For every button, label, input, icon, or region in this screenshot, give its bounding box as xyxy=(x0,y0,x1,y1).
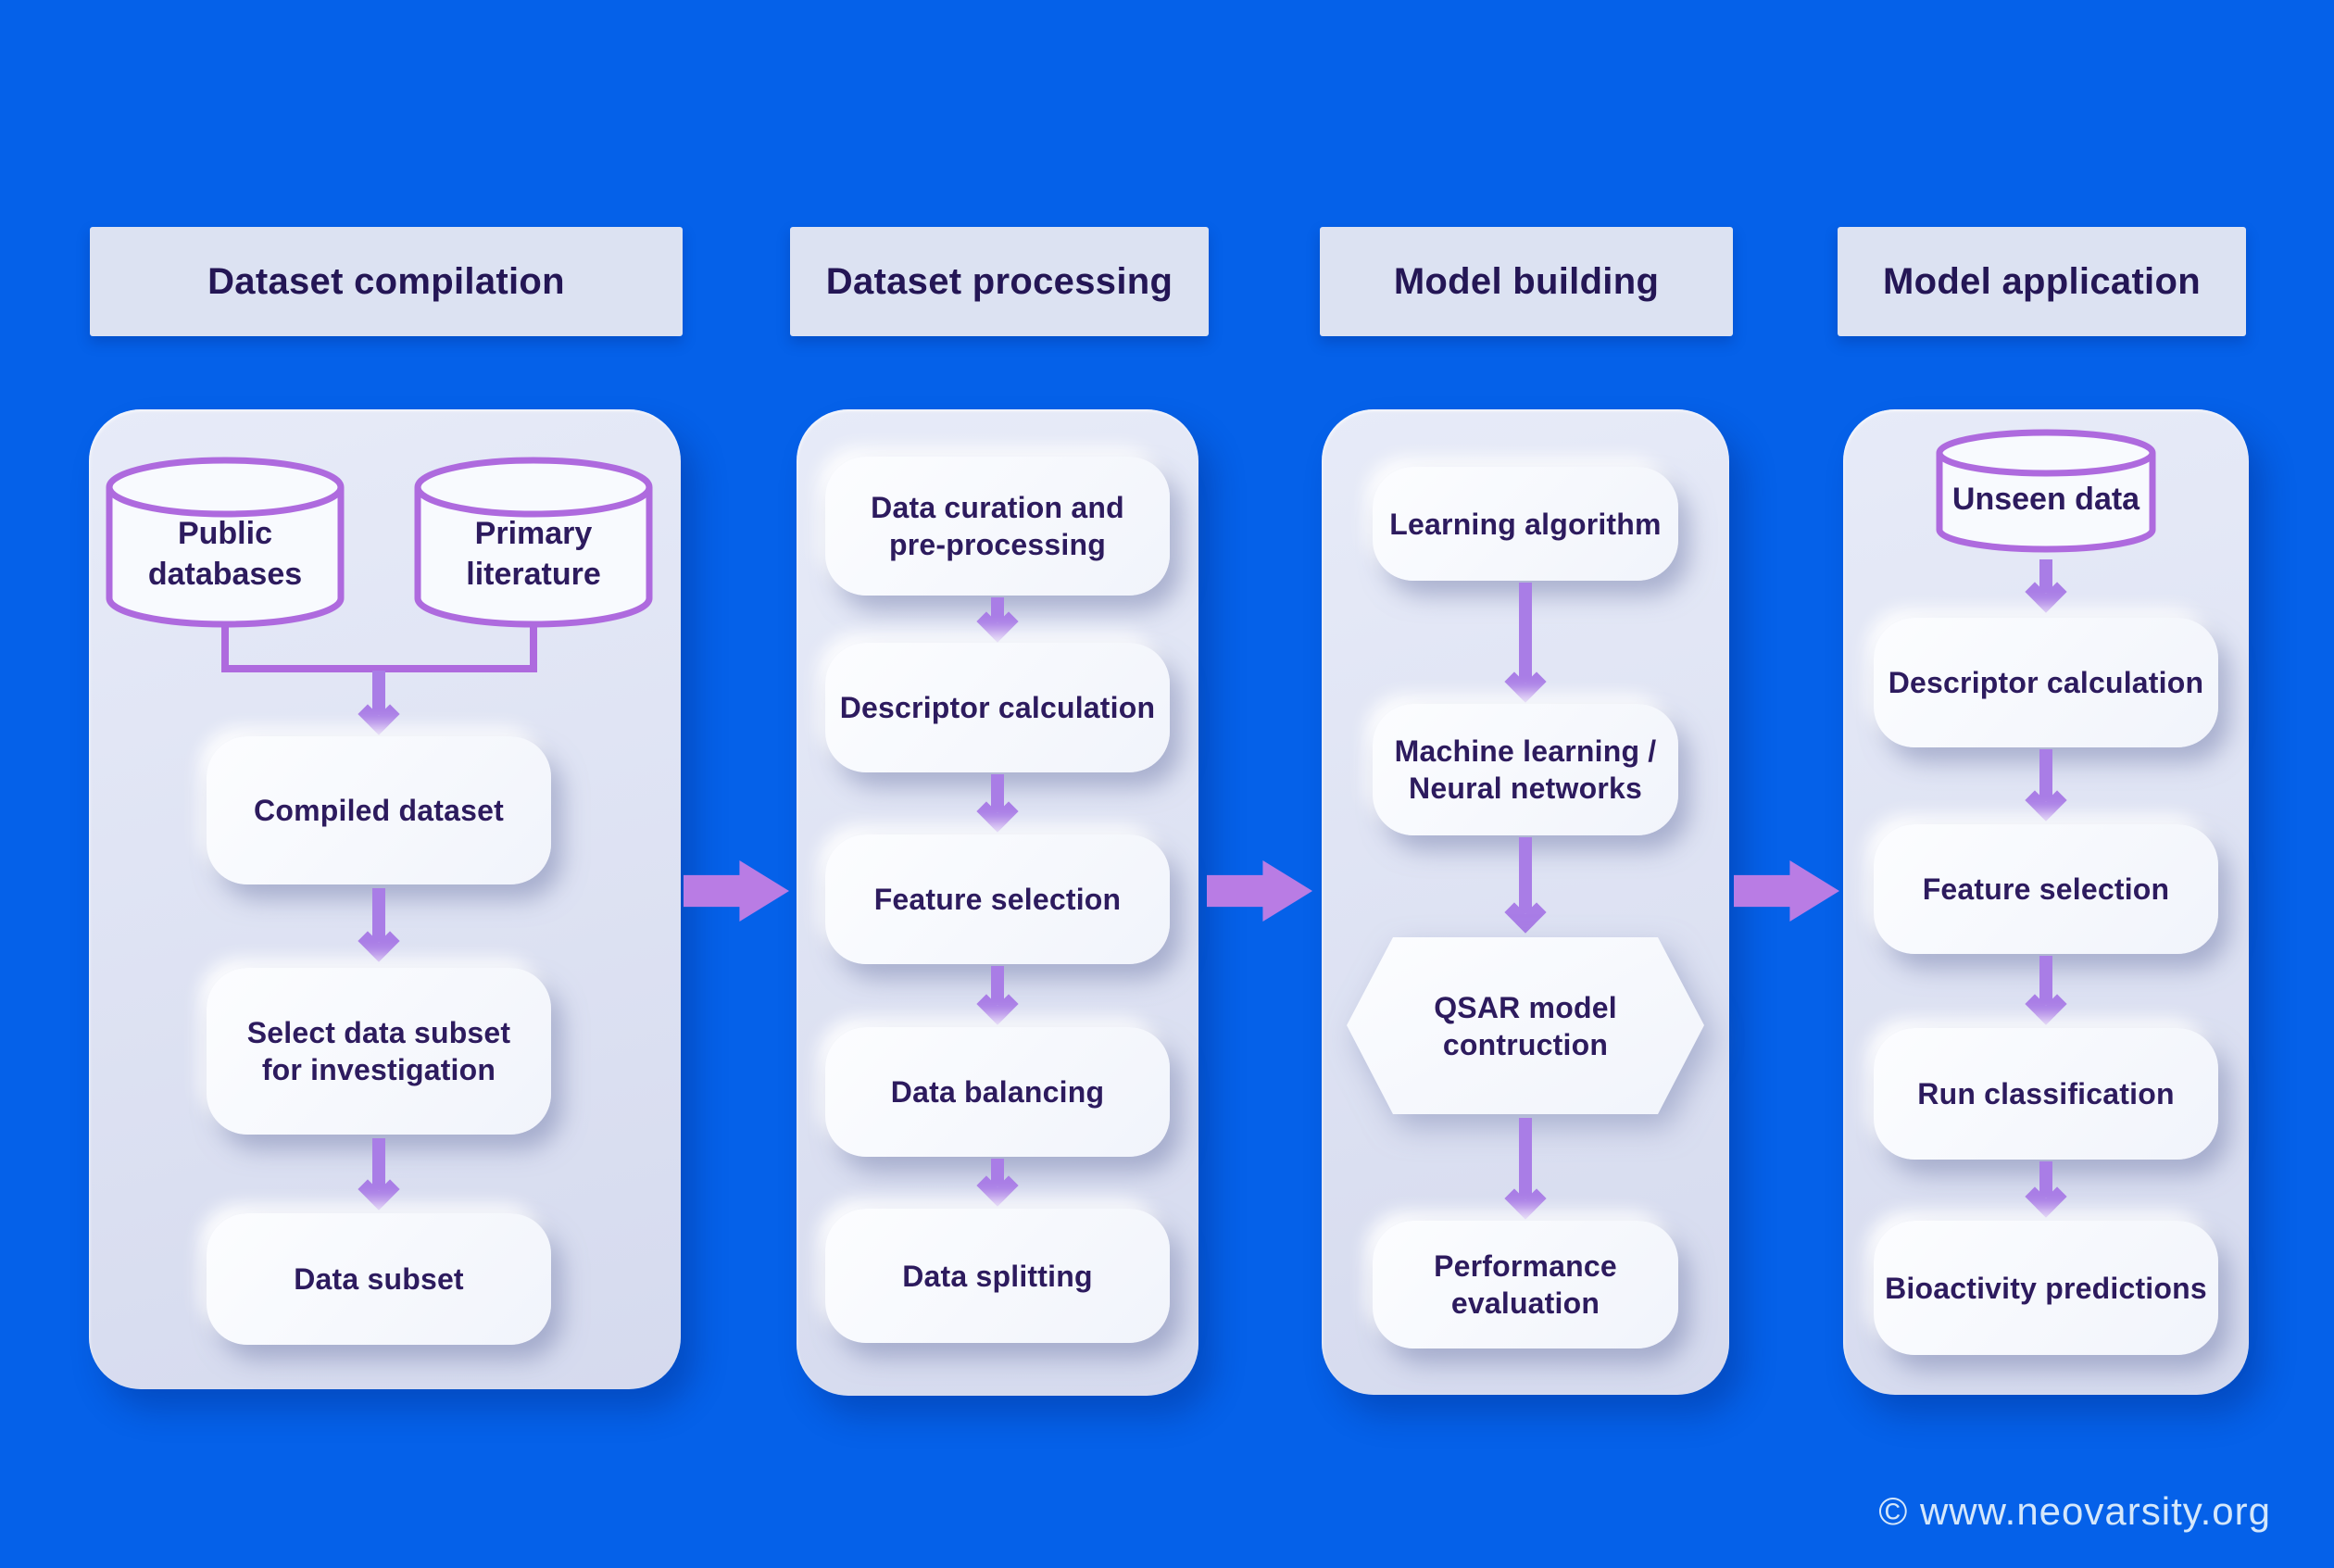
database-cylinder-shape xyxy=(414,457,653,628)
step-label: Feature selection xyxy=(873,883,1122,916)
flow-arrow-down-icon xyxy=(357,888,401,962)
flow-arrow-down-icon xyxy=(2024,956,2068,1025)
flow-arrow-down-icon xyxy=(1503,583,1548,703)
step-data-subset: Data subset xyxy=(207,1213,551,1345)
step-performance-evaluation: Performance evaluation xyxy=(1373,1221,1678,1348)
flow-arrow-right-icon xyxy=(684,860,789,922)
step-bioactivity-predictions: Bioactivity predictions xyxy=(1874,1221,2218,1355)
header-dataset-processing: Dataset processing xyxy=(790,227,1209,336)
unseen-data-cylinder-icon: Unseen data xyxy=(1935,428,2157,558)
step-learning-algorithm: Learning algorithm xyxy=(1373,467,1678,581)
step-label: Descriptor calculation xyxy=(839,691,1156,724)
step-machine-learning: Machine learning / Neural networks xyxy=(1373,704,1678,835)
flow-arrow-down-icon xyxy=(975,597,1020,643)
step-select-data-subset: Select data subset for investigation xyxy=(207,968,551,1135)
header-label: Model building xyxy=(1393,260,1660,302)
cylinder-label: Public databases xyxy=(147,515,303,592)
step-descriptor-calculation: Descriptor calculation xyxy=(825,643,1170,772)
database-cylinder-shape xyxy=(1936,429,2156,553)
flow-arrow-down-icon xyxy=(357,1138,401,1210)
step-label: Machine learning / Neural networks xyxy=(1394,734,1657,805)
step-feature-selection: Feature selection xyxy=(1874,824,2218,954)
step-run-classification: Run classification xyxy=(1874,1028,2218,1160)
header-model-building: Model building xyxy=(1320,227,1733,336)
watermark-url: © www.neovarsity.org xyxy=(1878,1489,2271,1533)
panel-dataset-compilation: Public databases Primary literature Comp… xyxy=(89,409,681,1389)
cylinder-label: Primary literature xyxy=(466,515,601,592)
flow-arrow-down-icon xyxy=(2024,559,2068,613)
step-label: Feature selection xyxy=(1922,872,2170,906)
flow-arrow-down-icon xyxy=(2024,749,2068,822)
step-label: Data curation and pre-processing xyxy=(871,491,1124,561)
step-label: Data subset xyxy=(294,1262,464,1296)
step-data-splitting: Data splitting xyxy=(825,1209,1170,1343)
flow-arrow-down-icon xyxy=(1503,1118,1548,1220)
flow-arrow-right-icon xyxy=(1207,860,1312,922)
header-label: Dataset compilation xyxy=(207,260,565,302)
step-data-balancing: Data balancing xyxy=(825,1027,1170,1157)
flow-arrow-down-icon xyxy=(975,966,1020,1025)
step-label: Run classification xyxy=(1917,1077,2175,1110)
step-label: Compiled dataset xyxy=(254,794,504,827)
flow-arrow-down-icon xyxy=(2024,1161,2068,1218)
flow-arrow-right-icon xyxy=(1734,860,1839,922)
panel-model-building: Learning algorithm Machine learning / Ne… xyxy=(1322,409,1729,1395)
public-databases-cylinder-icon: Public databases xyxy=(105,454,345,630)
step-label: Data splitting xyxy=(902,1259,1093,1293)
header-label: Dataset processing xyxy=(825,260,1173,302)
merge-connector xyxy=(221,626,537,672)
step-feature-selection: Feature selection xyxy=(825,834,1170,964)
step-label: QSAR model contruction xyxy=(1434,990,1617,1061)
step-label: Data balancing xyxy=(890,1075,1105,1109)
flow-arrow-down-icon xyxy=(975,774,1020,833)
flow-arrow-down-icon xyxy=(357,671,401,735)
panel-dataset-processing: Data curation and pre-processing Descrip… xyxy=(797,409,1198,1396)
database-cylinder-shape xyxy=(106,457,345,628)
step-descriptor-calculation: Descriptor calculation xyxy=(1874,618,2218,747)
hexagon-shape xyxy=(1347,937,1704,1114)
step-compiled-dataset: Compiled dataset xyxy=(207,736,551,884)
step-label: Descriptor calculation xyxy=(1888,666,2204,699)
step-data-curation: Data curation and pre-processing xyxy=(825,457,1170,596)
cylinder-label: Unseen data xyxy=(1951,481,2140,517)
step-label: Select data subset for investigation xyxy=(246,1016,511,1086)
step-label: Bioactivity predictions xyxy=(1885,1271,2207,1305)
flow-arrow-down-icon xyxy=(1503,837,1548,934)
step-label: Performance evaluation xyxy=(1434,1249,1617,1320)
primary-literature-cylinder-icon: Primary literature xyxy=(413,454,654,630)
step-label: Learning algorithm xyxy=(1389,507,1662,541)
header-label: Model application xyxy=(1883,260,2201,302)
header-dataset-compilation: Dataset compilation xyxy=(90,227,683,336)
step-qsar-model-construction: QSAR model contruction xyxy=(1345,935,1706,1116)
flow-arrow-down-icon xyxy=(975,1159,1020,1207)
panel-model-application: Unseen data Descriptor calculation Featu… xyxy=(1843,409,2249,1395)
header-model-application: Model application xyxy=(1838,227,2246,336)
